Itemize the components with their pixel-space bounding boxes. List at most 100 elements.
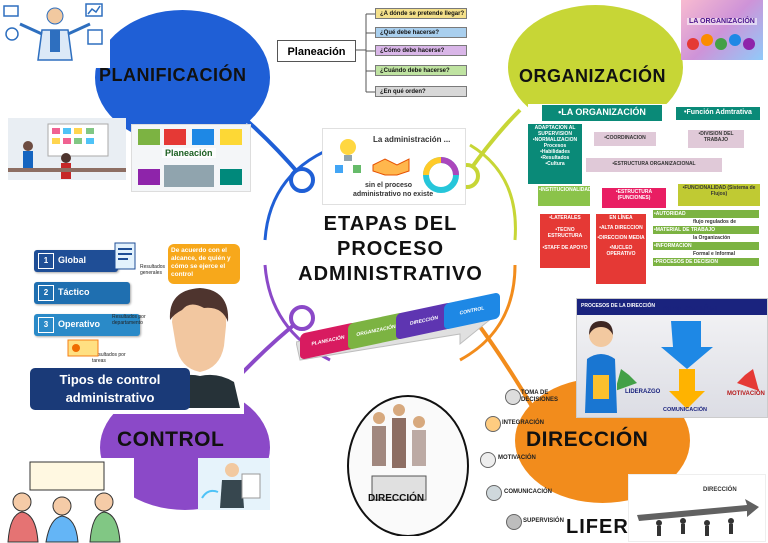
office-team-photo (8, 118, 126, 180)
direccion-panel: PROCESOS DE LA DIRECCIÓN DIRECCIÓN LIDER… (576, 298, 768, 418)
center-title: ETAPAS DEL PROCESO ADMINISTRATIVO (268, 212, 513, 287)
integration-icon (485, 416, 501, 432)
meeting-sketch (0, 458, 134, 543)
control-row-num: 3 (38, 317, 54, 333)
org-red-left-item: •STAFF DE APOYO (542, 245, 588, 251)
direccion-panel-liderazgo: LIDERAZGO (625, 389, 661, 395)
clipboard-icon (67, 339, 99, 357)
question-box: ¿Qué debe hacerse? (375, 27, 467, 38)
org-red-mid-item: •ALTA DIRECCION (599, 225, 643, 231)
direccion-item: SUPERVISIÓN (523, 518, 564, 524)
org-top-right: •Función Admtrativa (676, 107, 760, 120)
organizacion-heading: ORGANIZACIÓN (519, 66, 666, 86)
node-circle-purple (289, 305, 315, 331)
direccion-book-sketch (347, 395, 469, 536)
org-red-left-item: •TECNO ESTRUCTURA (547, 227, 583, 239)
org-red-mid-item: •DIRECCION MEDIA (597, 235, 645, 241)
direccion-arrows (617, 321, 759, 409)
business-illustration (0, 0, 110, 68)
org-right-item: •MATERIAL DE TRABAJO (653, 226, 759, 234)
center-title-line: ETAPAS DEL (323, 213, 458, 235)
organizacion-badge: LA ORGANIZACIÓN (681, 0, 763, 60)
org-left-item: SUPERVISION (537, 131, 573, 137)
planeacion-photo: Planeación (131, 124, 251, 192)
control-banner-line: Tipos de control (59, 372, 161, 387)
org-red-left: •LATERALES •TECNO ESTRUCTURA •STAFF DE A… (540, 214, 590, 268)
org-right-item: flujo regulados de (693, 219, 737, 225)
org-estructura-funciones: •ESTRUCTURA (FUNCIONES) (602, 188, 666, 208)
direccion-panel-motivacion: MOTIVACIÓN (727, 391, 765, 397)
org-top-left: •LA ORGANIZACIÓN (542, 105, 662, 121)
control-row-label: Global (58, 255, 87, 265)
org-left-item: •Habilidades (540, 149, 570, 155)
card-caption-1: sin el proceso (365, 182, 413, 189)
card-caption-2: administrativo no existe (353, 191, 434, 198)
org-coordinacion: •COORDINACION (594, 132, 656, 146)
direccion-item: TOMA DE DECISIONES (521, 390, 559, 403)
org-left-item: Procesos (543, 143, 567, 149)
direccion-corner-label: DIRECCIÓN (703, 487, 737, 493)
node-circle-blue (289, 167, 315, 193)
control-row-label: Táctico (58, 287, 90, 297)
direccion-panel-title: DIRECCIÓN (661, 305, 718, 316)
communication-icon (486, 485, 502, 501)
center-title-line: ADMINISTRATIVO (298, 263, 483, 285)
org-estructura: •ESTRUCTURA ORGANIZACIONAL (586, 158, 722, 172)
control-row-num: 2 (38, 285, 54, 301)
question-box: ¿Cómo debe hacerse? (375, 45, 467, 56)
org-left-item: •Resultados (540, 155, 570, 161)
process-arrow: PLANEACIÓN ORGANIZACIÓN DIRECCIÓN CONTRO… (296, 292, 500, 362)
control-row-tactico: 2 Táctico (34, 282, 130, 304)
org-red-left-item: •LATERALES (549, 215, 581, 221)
organizacion-badge-text: LA ORGANIZACIÓN (687, 18, 757, 25)
org-right-item: •INFORMACION (653, 242, 759, 250)
planeacion-photo-label: Planeación (162, 148, 216, 158)
control-result-label: Resultados por departamento (112, 314, 146, 326)
planeacion-root: Planeación (277, 40, 356, 62)
supervision-icon (506, 514, 522, 530)
decision-icon (505, 389, 521, 405)
org-right-item: •PROCESOS DE DECISION (653, 258, 759, 266)
org-left-item: •Cultura (545, 161, 565, 167)
direccion-item: MOTIVACIÓN (498, 455, 536, 461)
org-red-mid-item: EN LÍNEA (609, 215, 633, 221)
org-right-item: •AUTORIDAD (653, 210, 759, 218)
card-title: La administración ... (373, 135, 451, 144)
control-result-label: Resultados generales (140, 264, 166, 276)
control-row-label: Operativo (58, 319, 101, 329)
org-chart: •LA ORGANIZACIÓN •Función Admtrativa ADA… (528, 104, 764, 290)
direccion-item: INTEGRACIÓN (502, 420, 544, 426)
tree-lines (356, 13, 375, 93)
control-result-label: Resultados por tareas (92, 352, 126, 364)
center-ring-orange (459, 264, 517, 362)
control-row-operativo: 3 Operativo (34, 314, 140, 336)
org-right-item: Formal e Informal (693, 251, 735, 257)
question-box: ¿Cuándo debe hacerse? (375, 65, 467, 76)
control-banner: Tipos de control administrativo (30, 368, 190, 410)
control-heading: CONTROL (117, 428, 225, 451)
lifer-text: LIFER (566, 516, 629, 538)
org-left-item: ADAPTACION AL (534, 125, 576, 131)
direccion-panel-header (577, 299, 767, 315)
center-title-line: PROCESO (336, 238, 445, 260)
org-right-list: •AUTORIDAD flujo regulados de •MATERIAL … (652, 208, 760, 280)
control-panel: 1 Global 2 Táctico 3 Operativo Resultado… (12, 236, 244, 414)
control-bubble: De acuerdo con el alcance, de quién y có… (168, 244, 240, 284)
control-row-global: 1 Global (34, 250, 118, 272)
direccion-heading: DIRECCIÓN (526, 428, 649, 451)
org-division: •DIVISION DEL TRABAJO (688, 130, 744, 148)
connector-green (468, 108, 522, 172)
direccion-book-label: DIRECCIÓN (368, 493, 425, 504)
lightbulb-icon (335, 139, 361, 173)
businessman-paper-illustration (198, 458, 270, 510)
org-funcionalidad: •FUNCIONALIDAD (Sistema de Flujos) (678, 184, 760, 206)
handshake-icon (372, 158, 410, 176)
org-left-list: ADAPTACION AL SUPERVISION •NORMALIZACION… (528, 124, 582, 184)
center-card: La administración ... sin el proceso adm… (322, 128, 466, 205)
businessman-icon (0, 0, 110, 68)
direccion-corner-image: DIRECCIÓN (628, 474, 766, 542)
org-left-item: •NORMALIZACION (532, 137, 578, 143)
direccion-panel-header-text: PROCESOS DE LA DIRECCIÓN (581, 303, 655, 309)
team-arrow-illustration (637, 499, 759, 536)
